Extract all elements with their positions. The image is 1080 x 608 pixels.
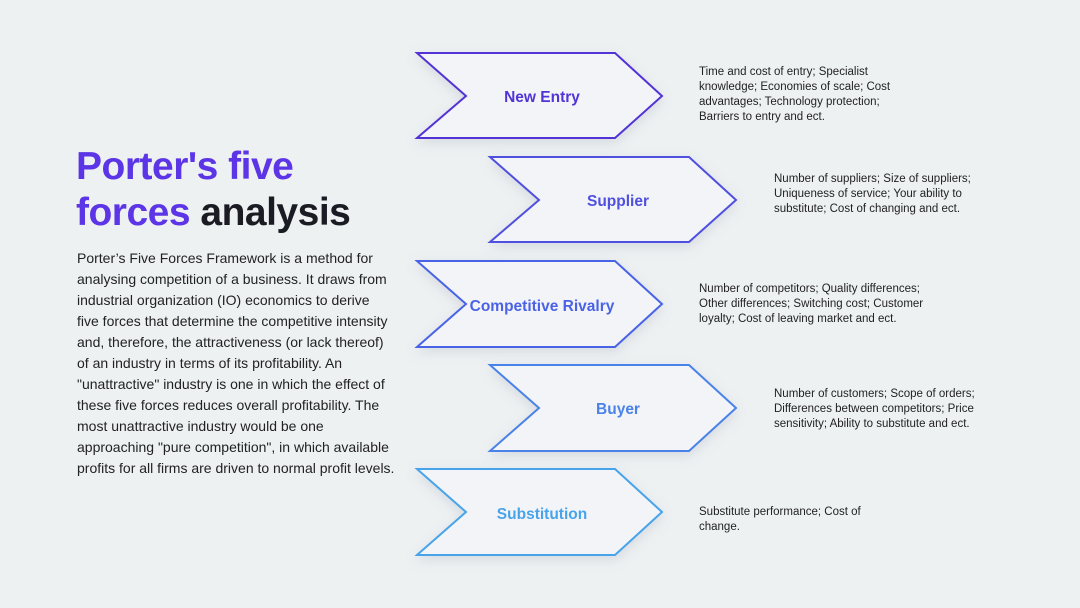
force-details-new-entry: Time and cost of entry; Specialist knowl… bbox=[699, 66, 891, 123]
title-accent-word: forces bbox=[76, 191, 191, 234]
force-details-supplier: Number of suppliers; Size of suppliers; … bbox=[774, 173, 971, 215]
framework-description: Porter’s Five Forces Framework is a meth… bbox=[77, 250, 395, 476]
force-chevron-new-entry: New Entry bbox=[414, 52, 664, 139]
force-label-competitive-rivalry: Competitive Rivalry bbox=[470, 298, 615, 315]
force-details-competitive-rivalry: Number of competitors; Quality differenc… bbox=[699, 283, 924, 325]
force-label-new-entry: New Entry bbox=[504, 89, 580, 106]
force-details-substitution: Substitute performance; Cost of change. bbox=[699, 506, 861, 533]
title-line-1: Porter's five bbox=[76, 145, 294, 188]
force-label-supplier: Supplier bbox=[587, 193, 649, 210]
force-chevron-buyer: Buyer bbox=[487, 364, 738, 452]
force-label-substitution: Substitution bbox=[497, 506, 587, 523]
force-chevron-substitution: Substitution bbox=[414, 468, 664, 556]
force-chevron-supplier: Supplier bbox=[487, 156, 738, 243]
title-rest: analysis bbox=[190, 191, 351, 234]
force-details-buyer: Number of customers; Scope of orders; Di… bbox=[774, 388, 975, 430]
force-label-buyer: Buyer bbox=[596, 401, 640, 418]
force-chevron-competitive-rivalry: Competitive Rivalry bbox=[414, 260, 664, 348]
